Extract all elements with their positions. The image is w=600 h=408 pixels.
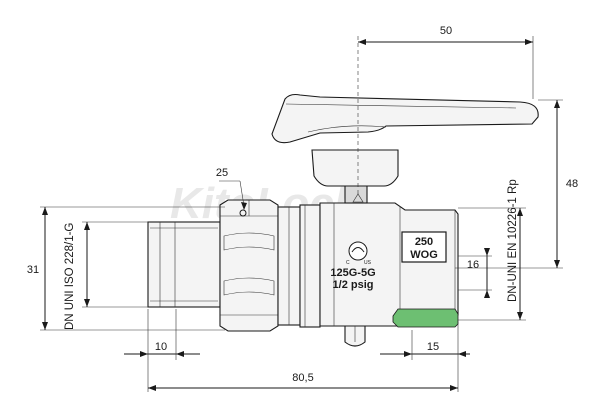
t-handle <box>271 93 539 144</box>
valve-body: 250 WOG C US 125G-5G 1/2 psig <box>147 93 539 347</box>
main-body <box>319 202 459 327</box>
dim-width-top: 50 <box>440 25 452 37</box>
cert-right-label: US <box>364 260 372 266</box>
gas-pressure-label: 1/2 psig <box>333 279 374 291</box>
dim-height-right: 48 <box>566 178 578 190</box>
left-thread-standard-label: DN UNI ISO 228/1-G <box>64 223 76 330</box>
hex-nut <box>219 199 279 332</box>
dim-overall-length: 80,5 <box>292 372 313 384</box>
dim-nut-size: 25 <box>216 167 228 179</box>
cert-left-label: C <box>346 260 350 266</box>
gas-rating-label: 125G-5G <box>330 267 375 279</box>
male-thread-end <box>147 221 221 308</box>
pressure-rating-label: 250 <box>415 236 433 248</box>
dim-thread-height: 31 <box>27 264 39 276</box>
nut-center-mark <box>239 209 247 217</box>
seal-ring <box>392 308 459 328</box>
dim-thread-length: 10 <box>155 341 167 353</box>
handle-hub <box>311 149 399 187</box>
dim-socket-depth: 16 <box>467 259 479 271</box>
cert-logo: C US <box>346 241 372 266</box>
dimension-lines <box>40 36 563 392</box>
dim-socket-length: 15 <box>427 341 439 353</box>
pressure-stamp-box <box>401 231 447 263</box>
pressure-unit-label: WOG <box>410 249 438 261</box>
right-thread-standard-label: DN-UNI EN 10226-1 Rp <box>507 179 519 302</box>
